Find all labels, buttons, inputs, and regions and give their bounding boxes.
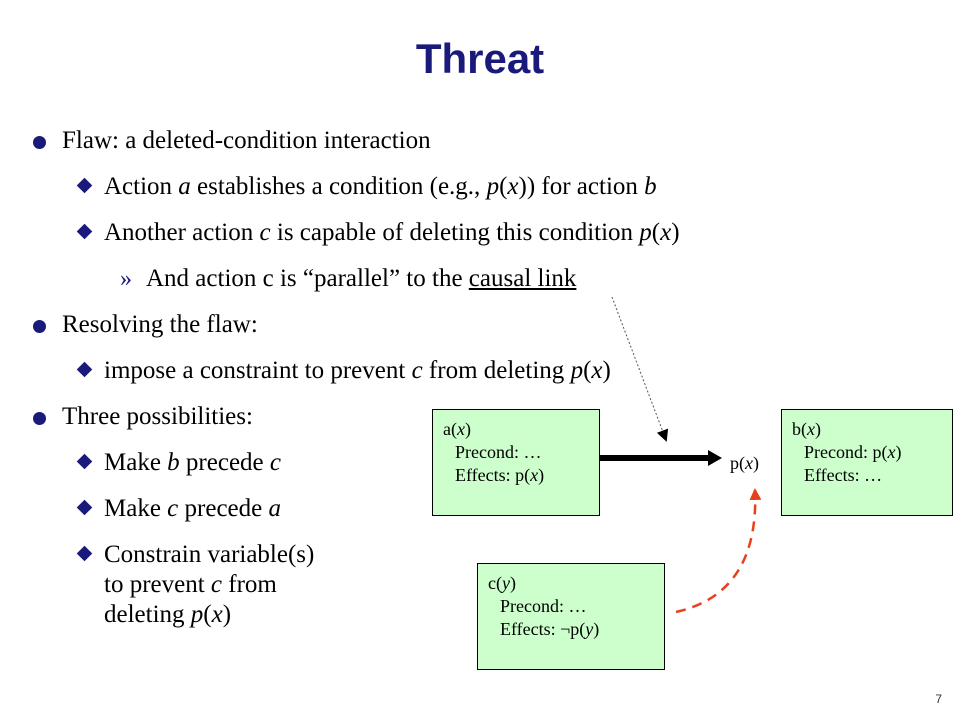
bullet-dot-icon <box>33 136 46 149</box>
action-b-box: b(x) Precond: p(x) Effects: … <box>781 409 953 516</box>
page-number: 7 <box>935 692 942 706</box>
bullet-chevron-icon: » <box>120 266 132 292</box>
action-c-precond: Precond: … <box>500 596 587 616</box>
bullet-dot-icon <box>33 320 46 333</box>
action-c-box: c(y) Precond: … Effects: ¬p(y) <box>477 563 665 670</box>
slide-title: Threat <box>415 35 545 82</box>
bullet-c-precede-a: Make c precede a <box>104 495 281 522</box>
action-b-precond: Precond: p(x) <box>804 442 902 462</box>
bullet-resolving: Resolving the flaw: <box>62 311 258 338</box>
action-c-name: c(y) <box>488 573 516 593</box>
action-a-box: a(x) Precond: … Effects: p(x) <box>432 409 600 516</box>
action-a-precond: Precond: … <box>455 442 542 462</box>
bullet-impose: impose a constraint to prevent c from de… <box>104 357 611 384</box>
bullet-action-c: Another action c is capable of deleting … <box>104 219 680 246</box>
pointer-line <box>611 296 669 442</box>
bullet-b-precede-c: Make b precede c <box>104 449 281 476</box>
bullet-flaw: Flaw: a deleted-condition interaction <box>62 127 431 154</box>
causal-link-text: causal link <box>468 265 577 292</box>
bullet-parallel: And action c is “parallel” to the causal… <box>146 265 577 292</box>
action-a-effects: Effects: p(x) <box>455 465 545 485</box>
bullet-dot-icon <box>33 412 46 425</box>
action-b-name: b(x) <box>792 419 821 439</box>
action-a-name: a(x) <box>443 419 471 439</box>
action-c-effects: Effects: ¬p(y) <box>500 619 600 639</box>
action-b-effects: Effects: … <box>804 465 883 485</box>
causal-link-arrowhead <box>708 450 722 466</box>
bullet-three: Three possibilities: <box>62 403 253 430</box>
bullet-action-a: Action a establishes a condition (e.g., … <box>104 173 657 200</box>
link-label: p(x) <box>730 453 759 473</box>
threat-arrow <box>675 488 762 614</box>
